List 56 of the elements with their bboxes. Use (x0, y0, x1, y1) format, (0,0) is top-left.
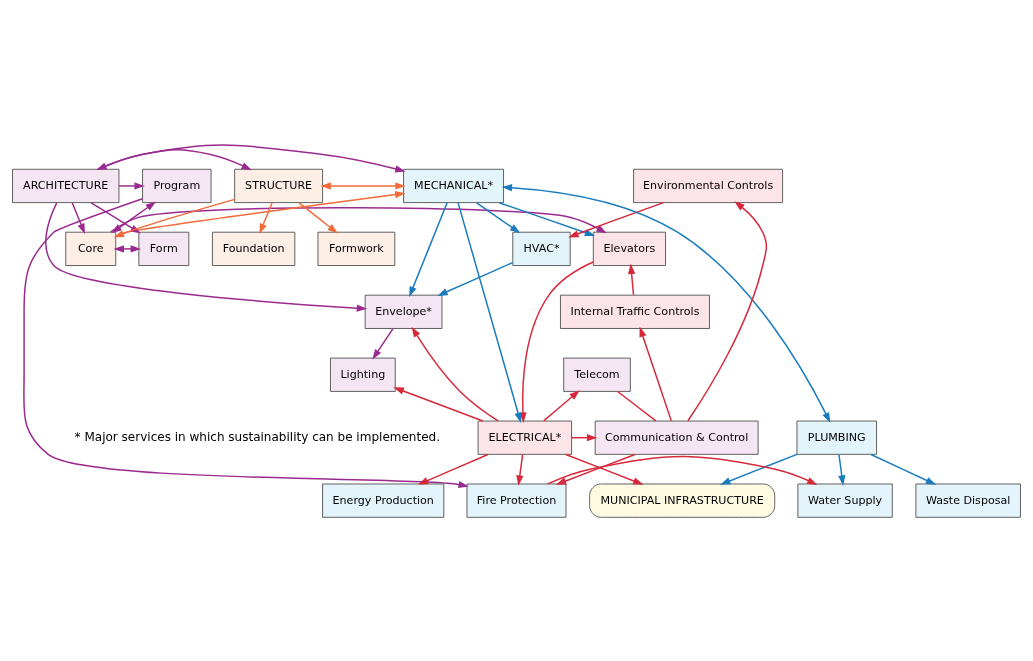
arrow (320, 181, 406, 190)
arrow (687, 200, 768, 421)
arrow (437, 261, 514, 296)
arrow (639, 326, 673, 422)
arrow (547, 455, 818, 485)
arrow (23, 197, 469, 488)
node-box: PLUMBING (796, 420, 877, 455)
arrow (498, 201, 596, 236)
arrow (870, 453, 937, 485)
arrow (417, 453, 489, 485)
arrow (118, 181, 145, 190)
arrow (475, 201, 521, 233)
node-box: Program (142, 168, 212, 203)
node-box: STRUCTURE (234, 168, 324, 203)
arrow (838, 453, 846, 486)
node-box: ELECTRICAL* (477, 420, 573, 455)
arrow (113, 244, 141, 252)
node-box: Form (138, 231, 190, 266)
arrow (568, 201, 665, 237)
arrow (501, 183, 831, 423)
arrow (516, 453, 524, 486)
node-box: MUNICIPAL INFRASTRUCTURE (589, 483, 776, 518)
arrow (519, 260, 594, 423)
connector (617, 390, 657, 422)
node-box: Environmental Controls (633, 168, 784, 203)
node-box: Envelope* (364, 294, 443, 329)
node-box: Core (65, 231, 117, 266)
arrow (409, 201, 448, 297)
node-box: Energy Production (322, 483, 445, 518)
arrow (298, 201, 338, 233)
arrow (628, 263, 636, 295)
node-box: Telecom (563, 357, 631, 392)
arrow (720, 453, 798, 485)
node-box: Fire Protection (466, 483, 567, 518)
arrow (411, 326, 499, 422)
arrow (259, 201, 273, 234)
node-box: Communication & Control (594, 420, 759, 455)
arrow (393, 386, 484, 422)
node-box: Elevators (592, 231, 666, 266)
label: * Major services in which sustainability can be implemented. (74, 429, 441, 444)
node-box: Waste Disposal (915, 483, 1021, 518)
node-box: Lighting (330, 357, 396, 392)
arrow (372, 327, 394, 360)
arrow (45, 201, 368, 312)
arrow (71, 201, 85, 234)
node-box: Foundation (211, 231, 296, 266)
node-box: MECHANICAL* (403, 168, 504, 203)
node-box: ARCHITECTURE (12, 168, 120, 203)
arrow (457, 201, 522, 423)
arrow (555, 453, 636, 485)
node-box: Internal Traffic Controls (560, 294, 710, 329)
arrow (565, 453, 644, 485)
node-box: HVAC* (512, 231, 571, 266)
arrow (542, 389, 580, 422)
node-box: Formwork (317, 231, 396, 266)
node-box: Water Supply (797, 483, 893, 518)
